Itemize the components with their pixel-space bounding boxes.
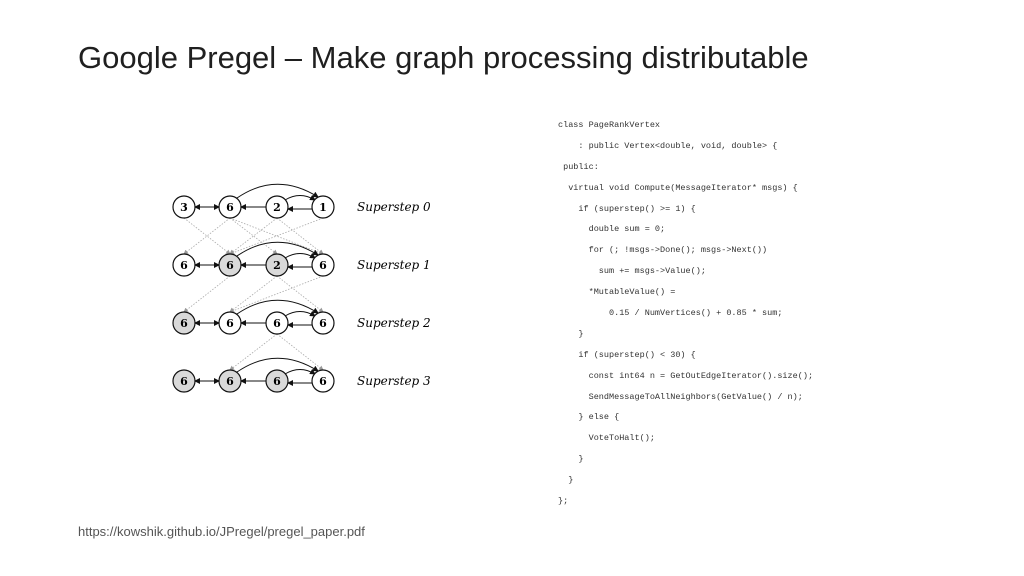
message-line — [276, 275, 324, 313]
message-line — [229, 217, 278, 255]
graph-edges — [194, 183, 319, 386]
code-line: 0.15 / NumVertices() + 0.85 * sum; — [558, 308, 783, 319]
code-line: } — [558, 454, 584, 465]
code-line: const int64 n = GetOutEdgeIterator().siz… — [558, 370, 814, 381]
code-line: : public Vertex<double, void, double> { — [558, 140, 778, 151]
vertex — [172, 195, 196, 219]
vertex — [218, 369, 242, 393]
message-line — [229, 333, 278, 371]
message-line — [229, 275, 278, 313]
slide-title: Google Pregel – Make graph processing di… — [78, 40, 809, 75]
edge-curved — [236, 357, 319, 373]
vertex-value: 6 — [273, 317, 281, 330]
superstep-labels: Superstep 0 Superstep 1 Superstep 2 Superst… — [357, 200, 431, 388]
vertex-value: 1 — [319, 201, 327, 214]
code-line: virtual void Compute(MessageIterator* ms… — [558, 182, 798, 193]
message-line — [183, 217, 231, 255]
code-line: if (superstep() < 30) { — [558, 349, 696, 360]
message-line — [229, 217, 278, 255]
code-line: } — [558, 328, 584, 339]
vertex-value: 6 — [180, 375, 188, 388]
edge-curved — [284, 252, 316, 259]
vertex-value: 6 — [319, 317, 327, 330]
superstep-label: Superstep 1 — [357, 258, 431, 272]
vertex — [311, 311, 335, 335]
edge-curved — [284, 310, 316, 317]
vertex — [265, 369, 289, 393]
vertex-value: 6 — [180, 259, 188, 272]
code-line: *MutableValue() = — [558, 287, 676, 298]
vertex-value: 6 — [180, 317, 188, 330]
vertex — [311, 253, 335, 277]
message-line — [183, 275, 231, 313]
vertex — [265, 311, 289, 335]
code-line: for (; !msgs->Done(); msgs->Next()) — [558, 245, 768, 256]
vertex — [218, 195, 242, 219]
superstep-label: Superstep 2 — [357, 316, 431, 330]
edge-curved — [236, 183, 319, 199]
vertex-value: 6 — [226, 317, 234, 330]
message-line — [183, 217, 231, 255]
edge-curved — [236, 241, 319, 257]
vertex — [172, 311, 196, 335]
message-line — [276, 217, 324, 255]
code-line: } — [558, 475, 574, 486]
code-line: }; — [558, 496, 569, 507]
code-line: public: — [558, 161, 599, 172]
vertex — [265, 195, 289, 219]
vertex-value: 6 — [319, 259, 327, 272]
superstep-label: Superstep 3 — [357, 374, 431, 388]
code-line: VoteToHalt(); — [558, 433, 655, 444]
vertex — [311, 369, 335, 393]
message-lines — [183, 217, 324, 371]
pagerank-code-block: class PageRankVertex : public Vertex<dou… — [558, 118, 813, 515]
vertex-value: 2 — [273, 259, 281, 272]
vertex — [172, 253, 196, 277]
vertex — [218, 311, 242, 335]
vertex-value: 6 — [319, 375, 327, 388]
vertex-value: 6 — [226, 375, 234, 388]
code-line: if (superstep() >= 1) { — [558, 203, 696, 214]
edge-curved — [284, 368, 316, 375]
code-line: double sum = 0; — [558, 224, 666, 235]
code-line: } else { — [558, 412, 620, 423]
edge-curved — [284, 194, 316, 201]
message-line — [229, 275, 324, 313]
vertex-value: 3 — [180, 201, 188, 214]
vertex-value: 2 — [273, 201, 281, 214]
edge-curved — [236, 299, 319, 315]
code-line: SendMessageToAllNeighbors(GetValue() / n… — [558, 391, 803, 402]
code-line: sum += msgs->Value(); — [558, 266, 706, 277]
vertex-value: 6 — [273, 375, 281, 388]
vertex — [311, 195, 335, 219]
vertex-value: 6 — [226, 259, 234, 272]
superstep-label: Superstep 0 — [357, 200, 431, 214]
vertex — [172, 369, 196, 393]
vertex-value: 6 — [226, 201, 234, 214]
source-link[interactable]: https://kowshik.github.io/JPregel/pregel… — [78, 524, 365, 539]
vertex — [265, 253, 289, 277]
code-line: class PageRankVertex — [558, 120, 661, 130]
graph-vertices: 3 6 2 1 6 6 2 6 6 6 6 6 6 6 6 6 — [172, 195, 335, 393]
message-line — [276, 333, 324, 371]
vertex — [218, 253, 242, 277]
